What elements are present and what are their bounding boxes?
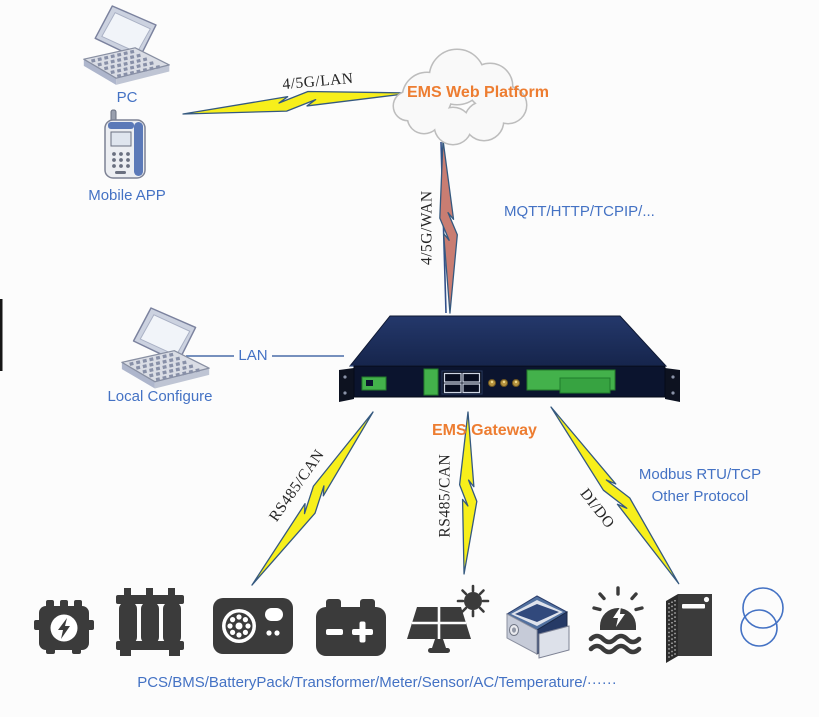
- cloud-shape: [392, 48, 528, 146]
- gateway-connector-green: [423, 368, 439, 396]
- solar-panel-icon: [407, 584, 490, 653]
- pc-laptop-icon: [82, 4, 171, 87]
- link-rs485-middle-label: RS485/CAN: [436, 453, 454, 538]
- gateway-terminal-green-left: [361, 376, 387, 391]
- lan-link-label: LAN: [238, 347, 268, 364]
- transformer-icon: [116, 588, 184, 656]
- ems-web-platform-label: EMS Web Platform: [407, 84, 549, 101]
- sensor-rings-icon: [740, 587, 784, 647]
- other-protocol-label: Other Protocol: [651, 488, 749, 505]
- cloud-protocols-label: MQTT/HTTP/TCPIP/...: [504, 203, 655, 220]
- alarm-sensor-icon: [588, 586, 644, 655]
- mobile-app-label: Mobile APP: [88, 187, 166, 204]
- link-4-5g-wan-label: 4/5G/WAN: [418, 190, 436, 265]
- local-configure-laptop-icon: [120, 306, 211, 391]
- battery-icon: [316, 599, 386, 656]
- field-device-icons: [34, 584, 784, 663]
- bolt-rs485-left: [246, 407, 383, 592]
- modbus-protocol-label: Modbus RTU/TCP: [638, 466, 762, 483]
- bolt-4-5g-wan: [436, 138, 462, 314]
- gateway-antenna-connectors: [488, 379, 520, 387]
- ac-cabinet-icon: [505, 595, 570, 659]
- pc-label: PC: [116, 89, 138, 106]
- pcs-icon: [34, 600, 94, 654]
- mobile-phone-icon: [104, 109, 146, 179]
- gateway-ethernet-ports: [441, 370, 483, 395]
- gateway-device: [339, 315, 680, 402]
- field-devices-caption: PCS/BMS/BatteryPack/Transformer/Meter/Se…: [137, 674, 617, 691]
- bms-controller-icon: [213, 598, 293, 654]
- edge-artifact: [0, 299, 3, 371]
- ems-gateway-label: EMS Gateway: [432, 422, 537, 439]
- local-configure-label: Local Configure: [107, 388, 213, 405]
- server-icon: [666, 594, 712, 663]
